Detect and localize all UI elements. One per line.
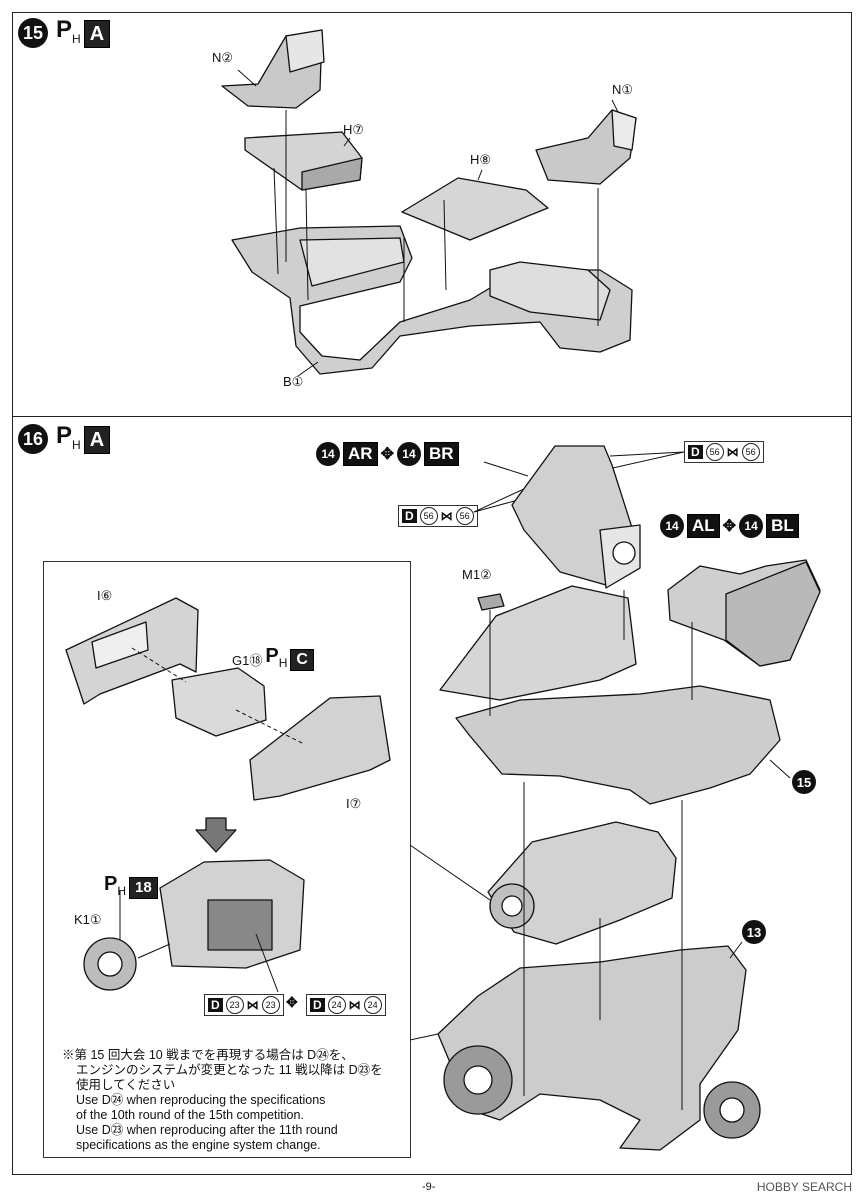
- note-en-line: Use D㉔ when reproducing the specificatio…: [76, 1093, 326, 1107]
- or-symbol-icon: ⋈: [246, 998, 259, 1012]
- assembly-note: ※第 15 回大会 10 戦までを再現する場合は D㉔を、 エンジンのシステムが…: [62, 1048, 392, 1153]
- step-15-paint-spec: PH A: [56, 16, 111, 51]
- note-jp-line: ※第 15 回大会 10 戦までを再現する場合は D㉔を、: [62, 1048, 354, 1062]
- step-16-panel: [12, 417, 852, 1175]
- decal-sheet-circle: 14: [660, 514, 684, 538]
- part-label-m12: M1②: [462, 567, 492, 582]
- decal-box: AL: [687, 514, 720, 538]
- part-label-n2: N②: [212, 50, 234, 65]
- ref-step-15: 15: [792, 770, 816, 794]
- note-en-line: specifications as the engine system chan…: [76, 1138, 321, 1152]
- part-k11-paint-spec: PH 18: [104, 872, 158, 903]
- ref-step-13: 13: [742, 920, 766, 944]
- part-label-n1: N①: [612, 82, 634, 97]
- decal-chip-d56-top: D 56 ⋈ 56: [684, 441, 764, 463]
- or-symbol-icon: ⋈: [348, 998, 361, 1012]
- paint-color-box: A: [83, 426, 111, 455]
- step-15-panel: [12, 12, 852, 417]
- paint-ph-mark: PH: [265, 645, 288, 670]
- part-label-k11: K1①: [74, 912, 102, 927]
- note-en-line: Use D㉓ when reproducing after the 11th r…: [76, 1123, 338, 1137]
- part-label-h7: H⑦: [343, 122, 365, 137]
- paint-color-box: 18: [129, 876, 158, 899]
- watermark: HOBBY SEARCH: [756, 1180, 852, 1194]
- step-15-illustration: [221, 29, 637, 377]
- decal-tag-right-side: 14 AR ✥ 14 BR: [316, 442, 459, 466]
- paint-ph-mark: PH: [104, 873, 127, 898]
- pair-symbol-icon: ✥: [722, 518, 737, 535]
- paint-ph-mark: PH: [56, 16, 81, 46]
- part-label-g118: G1⑱ PH C: [232, 644, 314, 675]
- paint-color-box: C: [290, 648, 314, 671]
- decal-box: BR: [423, 442, 459, 466]
- decal-box: BL: [766, 514, 799, 538]
- step-16-number: 16: [18, 424, 48, 454]
- pair-symbol-icon: ✥: [380, 446, 394, 463]
- or-symbol-icon: ⋈: [440, 509, 453, 523]
- decal-sheet-circle: 14: [396, 442, 421, 466]
- decal-tag-left-side: 14 AL ✥ 14 BL: [660, 514, 799, 538]
- decal-sheet-circle: 14: [739, 514, 764, 538]
- note-jp-line: エンジンのシステムが変更となった 11 戦以降は D㉓を: [76, 1063, 383, 1077]
- or-symbol-icon: ⋈: [726, 445, 739, 459]
- part-label-i6: I⑥: [97, 588, 113, 603]
- pair-symbol-icon: ✥: [286, 994, 298, 1010]
- decal-chip-d56-left: D 56 ⋈ 56: [398, 505, 478, 527]
- note-jp-line: 使用してください: [76, 1078, 176, 1092]
- decal-chip-d23: D 23 ⋈ 23: [204, 994, 284, 1016]
- decal-chip-d24: D 24 ⋈ 24: [306, 994, 386, 1016]
- step-15-number: 15: [18, 18, 48, 48]
- paint-color-box: A: [83, 20, 111, 49]
- engine-subassembly-inset: [43, 561, 411, 1158]
- note-en-line: of the 10th round of the 15th competitio…: [76, 1108, 304, 1122]
- decal-sheet-circle: 14: [316, 442, 340, 466]
- decal-box: AR: [343, 442, 378, 466]
- part-label-i7: I⑦: [346, 796, 362, 811]
- page-number: -9-: [422, 1181, 436, 1193]
- paint-ph-mark: PH: [56, 422, 81, 452]
- part-label-b1: B①: [283, 374, 304, 389]
- part-label-h8: H⑧: [470, 152, 492, 167]
- step-16-paint-spec: PH A: [56, 422, 111, 457]
